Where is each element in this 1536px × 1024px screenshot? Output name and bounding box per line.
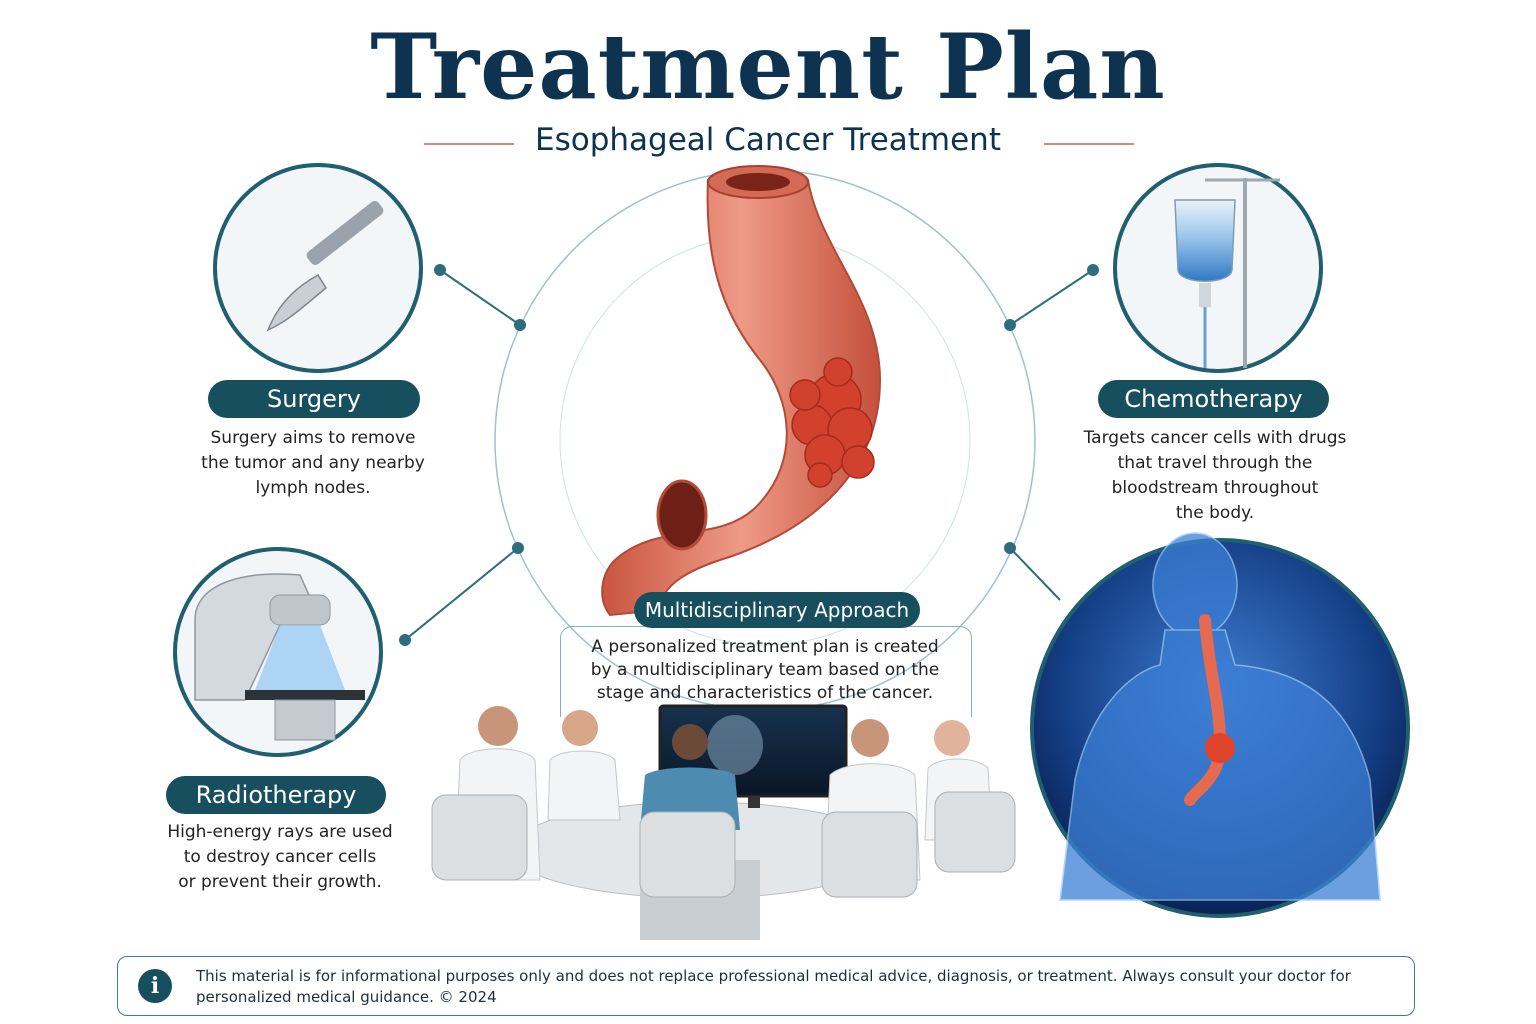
doctor-figure: [547, 710, 621, 821]
multidisciplinary-desc-line: stage and characteristics of the cancer.: [596, 683, 934, 703]
iv-drip-icon: [1174, 178, 1280, 368]
chemotherapy-desc-line: the body.: [1175, 503, 1255, 523]
chair: [639, 811, 736, 898]
anatomy-image: [1030, 532, 1410, 918]
surgery-desc-line: Surgery aims to remove: [210, 428, 416, 448]
surgery-description: Surgery aims to remove the tumor and any…: [188, 426, 438, 501]
chair: [821, 811, 918, 898]
multidisciplinary-desc-line: by a multidisciplinary team based on the: [590, 660, 940, 680]
subtitle-row: Esophageal Cancer Treatment: [0, 122, 1536, 166]
multidisciplinary-label: Multidisciplinary Approach: [634, 592, 920, 628]
team-meeting-illustration: [431, 704, 1016, 940]
subtitle-divider-right: [1044, 143, 1134, 145]
disclaimer-line: This material is for informational purpo…: [196, 967, 1351, 985]
surgery-desc-line: the tumor and any nearby: [201, 453, 425, 473]
surgery-desc-line: lymph nodes.: [255, 478, 371, 498]
radiotherapy-desc-line: or prevent their growth.: [178, 872, 382, 892]
chair: [431, 794, 528, 881]
subtitle-divider-left: [424, 143, 514, 145]
tumor-mass: [789, 357, 875, 488]
chair: [934, 791, 1016, 873]
radiotherapy-desc-line: to destroy cancer cells: [183, 847, 377, 867]
esophagus-illustration: [601, 165, 882, 617]
disclaimer-text: This material is for informational purpo…: [196, 966, 1396, 1008]
radiotherapy-desc-line: High-energy rays are used: [167, 822, 393, 842]
radiation-machine-icon: [194, 573, 365, 741]
disclaimer-line: personalized medical guidance. © 2024: [196, 988, 497, 1006]
radiotherapy-image: [173, 547, 383, 757]
page-title: Treatment Plan: [370, 14, 1166, 120]
page-subtitle: Esophageal Cancer Treatment: [535, 122, 1001, 158]
disclaimer-box: i This material is for informational pur…: [117, 956, 1415, 1016]
surgery-label: Surgery: [208, 380, 420, 418]
chemotherapy-desc-line: bloodstream throughout: [1111, 478, 1319, 498]
surgery-image: [213, 163, 423, 373]
connector-lines: [399, 264, 1099, 646]
chemotherapy-desc-line: Targets cancer cells with drugs: [1083, 428, 1347, 448]
chemotherapy-label: Chemotherapy: [1098, 380, 1329, 418]
radiotherapy-label: Radiotherapy: [166, 776, 386, 814]
chemotherapy-desc-line: that travel through the: [1117, 453, 1313, 473]
tumor-highlight: [1205, 733, 1235, 763]
chemotherapy-image: [1113, 163, 1323, 373]
scalpel-icon: [266, 201, 384, 332]
chemotherapy-description: Targets cancer cells with drugs that tra…: [1075, 426, 1355, 526]
multidisciplinary-desc-line: A personalized treatment plan is created: [591, 637, 939, 657]
multidisciplinary-description: A personalized treatment plan is created…: [570, 636, 960, 705]
info-icon: i: [138, 969, 172, 1003]
radiotherapy-description: High-energy rays are used to destroy can…: [150, 820, 410, 895]
